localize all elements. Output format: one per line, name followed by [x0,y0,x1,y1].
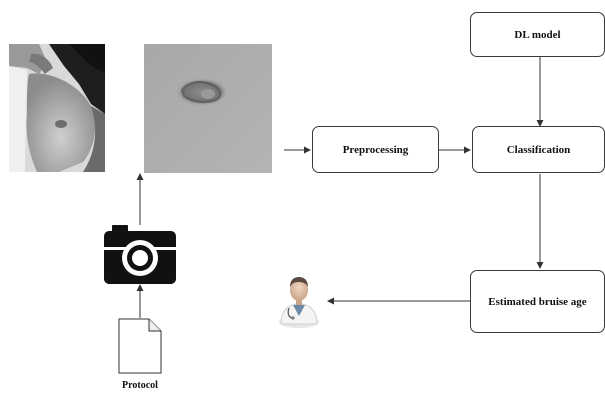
bruise-closeup-photo [144,44,272,173]
estimated-bruise-age-label: Estimated bruise age [488,295,587,308]
classification-box: Classification [472,126,605,173]
classification-label: Classification [506,143,571,156]
preprocessing-box: Preprocessing [312,126,439,173]
estimated-bruise-age-box: Estimated bruise age [470,270,605,333]
dl-model-label: DL model [514,28,561,41]
camera-icon [104,225,176,284]
protocol-label: Protocol [122,380,158,391]
doctor-icon [277,272,321,328]
dl-model-box: DL model [470,12,605,57]
leg-photo [9,44,105,172]
preprocessing-label: Preprocessing [342,143,409,156]
document-icon [118,318,162,374]
